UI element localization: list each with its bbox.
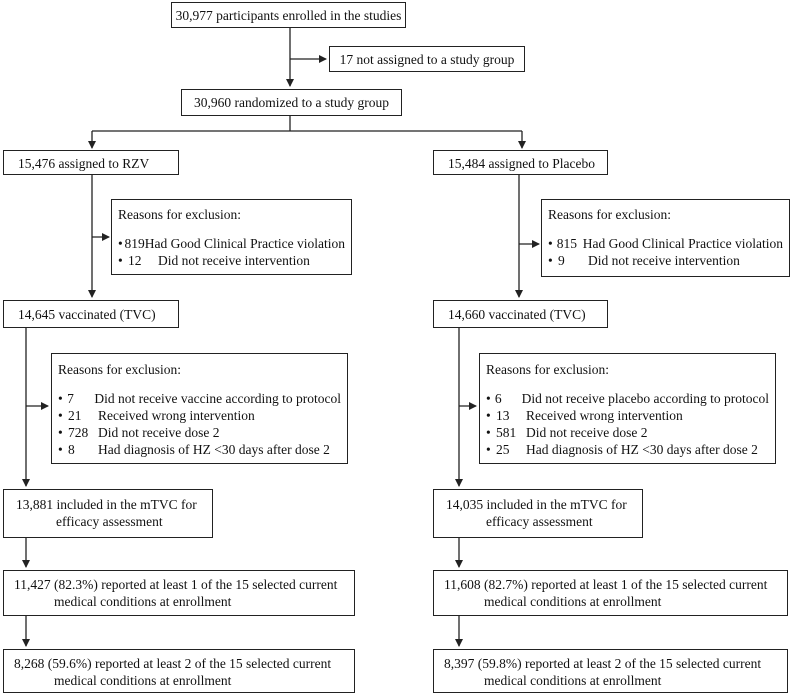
rzv-excl1-text-0: Had Good Clinical Practice violation <box>144 236 345 251</box>
rzv-excl2-num-1: 21 <box>68 408 82 423</box>
placebo-excl2-text-2: Did not receive dose 2 <box>526 425 648 440</box>
rzv-excl2-text-2: Did not receive dose 2 <box>98 425 220 440</box>
placebo-excl2-num-1: 13 <box>496 408 510 423</box>
placebo-cond2-line2: medical conditions at enrollment <box>484 673 662 688</box>
rzv-excl1-text-1: Did not receive intervention <box>158 253 310 268</box>
placebo-cond1-line1: 11,608 (82.7%) reported at least 1 of th… <box>444 577 768 592</box>
placebo-assigned-box: 15,484 assigned to Placebo <box>433 150 608 175</box>
placebo-mtvc-box: 14,035 included in the mTVC for efficacy… <box>433 489 643 538</box>
rzv-excl2-text-0: Did not receive vaccine according to pro… <box>94 391 341 406</box>
placebo-vaccinated-label: 14,660 vaccinated (TVC) <box>448 307 586 322</box>
enrolled-box: 30,977 participants enrolled in the stud… <box>171 2 406 28</box>
rzv-assigned-label: 15,476 assigned to RZV <box>18 156 150 171</box>
placebo-excl1-text-0: Had Good Clinical Practice violation <box>582 236 783 251</box>
placebo-excl1-text-1: Did not receive intervention <box>588 253 740 268</box>
rzv-mtvc-line1: 13,881 included in the mTVC for <box>16 497 197 512</box>
placebo-excl1-num-0: 815 <box>556 236 577 251</box>
not-assigned-label: 17 not assigned to a study group <box>339 51 515 67</box>
rzv-conditions2-box: 8,268 (59.6%) reported at least 2 of the… <box>3 649 355 693</box>
rzv-mtvc-line2: efficacy assessment <box>56 514 163 529</box>
placebo-cond2-line1: 8,397 (59.8%) reported at least 2 of the… <box>444 656 762 671</box>
rzv-excl1-num-0: 819 <box>124 236 145 251</box>
rzv-conditions1-box: 11,427 (82.3%) reported at least 1 of th… <box>3 570 355 616</box>
placebo-excl2-num-2: 581 <box>496 425 517 440</box>
randomized-box: 30,960 randomized to a study group <box>181 89 402 116</box>
rzv-excl2-num-3: 8 <box>68 442 75 457</box>
placebo-assigned-label: 15,484 assigned to Placebo <box>448 156 595 171</box>
rzv-excl2-text-1: Received wrong intervention <box>98 408 255 423</box>
placebo-vaccinated-box: 14,660 vaccinated (TVC) <box>433 300 608 328</box>
placebo-excl2-title: Reasons for exclusion: <box>486 362 609 377</box>
placebo-excl2-num-3: 25 <box>496 442 510 457</box>
rzv-excl2-num-2: 728 <box>68 425 89 440</box>
placebo-mtvc-line2: efficacy assessment <box>486 514 593 529</box>
rzv-cond2-line1: 8,268 (59.6%) reported at least 2 of the… <box>14 656 332 671</box>
placebo-cond1-line2: medical conditions at enrollment <box>484 594 662 609</box>
rzv-cond1-line2: medical conditions at enrollment <box>54 594 232 609</box>
placebo-mtvc-line1: 14,035 included in the mTVC for <box>446 497 627 512</box>
rzv-vaccinated-label: 14,645 vaccinated (TVC) <box>18 307 156 322</box>
rzv-excl2-num-0: 7 <box>67 391 74 406</box>
placebo-excl2-text-3: Had diagnosis of HZ <30 days after dose … <box>526 442 758 457</box>
rzv-cond1-line1: 11,427 (82.3%) reported at least 1 of th… <box>14 577 338 592</box>
rzv-excl1-num-1: 12 <box>128 253 142 268</box>
rzv-vaccinated-box: 14,645 vaccinated (TVC) <box>3 300 179 328</box>
enrolled-label: 30,977 participants enrolled in the stud… <box>175 7 402 23</box>
rzv-excl1-title: Reasons for exclusion: <box>118 207 241 222</box>
placebo-excl1-title: Reasons for exclusion: <box>548 207 671 222</box>
placebo-excl2-text-0: Did not receive placebo according to pro… <box>521 391 769 406</box>
rzv-assigned-box: 15,476 assigned to RZV <box>3 150 179 175</box>
rzv-mtvc-box: 13,881 included in the mTVC for efficacy… <box>3 489 213 538</box>
rzv-excl2-text-3: Had diagnosis of HZ <30 days after dose … <box>98 442 330 457</box>
placebo-conditions1-box: 11,608 (82.7%) reported at least 1 of th… <box>433 570 788 616</box>
rzv-excl2-title: Reasons for exclusion: <box>58 362 181 377</box>
placebo-excl2-text-1: Received wrong intervention <box>526 408 683 423</box>
placebo-excl2-num-0: 6 <box>494 391 502 406</box>
randomized-label: 30,960 randomized to a study group <box>194 95 389 110</box>
placebo-excl1-num-1: 9 <box>558 253 565 268</box>
not-assigned-box: 17 not assigned to a study group <box>329 46 525 72</box>
rzv-cond2-line2: medical conditions at enrollment <box>54 673 232 688</box>
placebo-conditions2-box: 8,397 (59.8%) reported at least 2 of the… <box>433 649 788 693</box>
